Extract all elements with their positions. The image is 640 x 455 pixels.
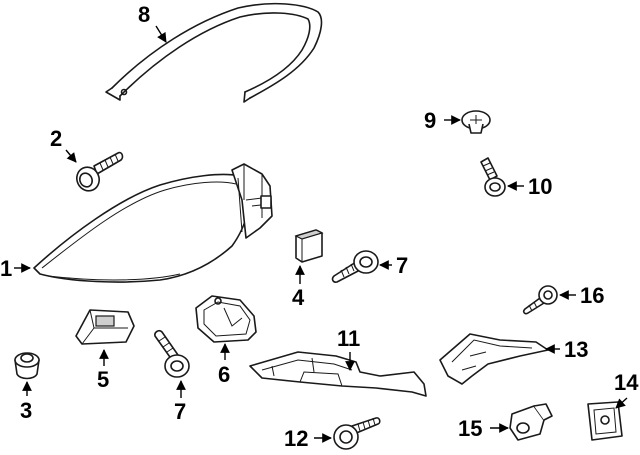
part-3-grommet: [14, 352, 40, 380]
part-10-tapping-screw: [480, 157, 506, 197]
callout-14: 14: [614, 370, 639, 395]
callout-9: 9: [424, 108, 436, 133]
callout-3: 3: [20, 398, 32, 423]
leader-lines: [14, 25, 628, 443]
part-12-bolt: [333, 417, 381, 450]
leader-2: [65, 149, 77, 163]
part-9-push-pin: [461, 110, 491, 134]
part-6-bracket: [195, 295, 257, 343]
part-14-nut-clip: [587, 401, 623, 441]
callout-4: 4: [292, 285, 305, 310]
part-4-module: [294, 229, 324, 263]
callout-1: 1: [0, 256, 12, 281]
callout-5: 5: [97, 367, 109, 392]
callout-2: 2: [50, 126, 62, 151]
part-5-nut: [75, 309, 135, 345]
part-2-bolt: [76, 151, 124, 192]
leader-14: [615, 397, 628, 409]
callout-7-lower: 7: [174, 399, 186, 424]
part-7-screw-lower: [154, 329, 190, 378]
part-7-screw-upper: [331, 250, 379, 283]
part-11-bracket: [249, 351, 427, 397]
callout-8: 8: [138, 2, 150, 27]
leader-8: [155, 25, 167, 43]
callout-12: 12: [284, 426, 308, 451]
callout-13: 13: [564, 337, 588, 362]
part-8-seal-strip: [105, 2, 323, 103]
part-15-clip: [509, 403, 553, 441]
part-13-bracket: [439, 333, 549, 385]
part-16-screw: [522, 285, 558, 315]
callout-16: 16: [580, 283, 604, 308]
callout-10: 10: [528, 174, 552, 199]
callout-15: 15: [458, 416, 482, 441]
callout-7-upper: 7: [396, 253, 408, 278]
part-1-headlamp-assembly: [33, 163, 273, 283]
callout-6: 6: [218, 362, 230, 387]
callout-11: 11: [337, 326, 360, 351]
